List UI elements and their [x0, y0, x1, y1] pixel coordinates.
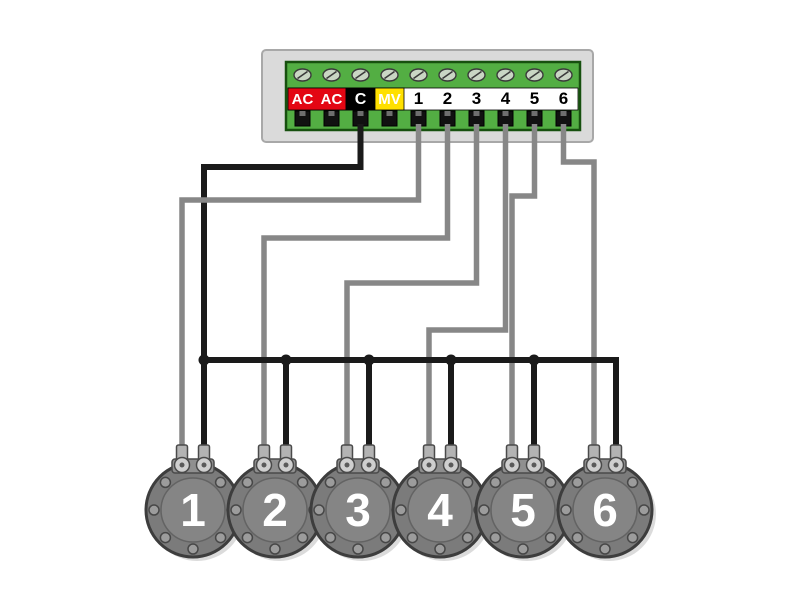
terminal-screw	[380, 68, 399, 82]
station-wire-3	[344, 124, 480, 457]
terminal-label-ac1: AC	[292, 91, 314, 108]
terminal-labels: AC AC C MV 1 2 3 4 5 6	[287, 87, 579, 111]
station-wire-6	[560, 124, 597, 457]
terminal-screw	[351, 68, 370, 82]
valves: 1 2 3 4 5 6	[144, 443, 658, 563]
valve-1: 1	[144, 443, 246, 563]
label-cell-mv	[374, 87, 405, 111]
valve-3: 3	[309, 443, 411, 563]
wire-clamp	[555, 110, 572, 127]
station-wire-2	[261, 124, 451, 457]
terminal-label-ac2: AC	[321, 91, 343, 108]
terminal-label-2: 2	[443, 89, 452, 108]
terminal-screw	[496, 68, 515, 82]
junction-dot	[445, 354, 457, 366]
wire-clamp	[439, 110, 456, 127]
common-wire-feed	[201, 124, 364, 457]
valve-2: 2	[226, 443, 328, 563]
wire-clamp	[381, 110, 398, 127]
station-wire-4	[426, 124, 509, 457]
valve-number: 2	[262, 484, 288, 536]
terminal-label-4: 4	[501, 89, 511, 108]
junction-dot	[528, 354, 540, 366]
junction-dot	[280, 354, 292, 366]
controller-enclosure: AC AC C MV 1 2 3 4 5 6	[261, 49, 594, 143]
terminal-label-5: 5	[530, 89, 539, 108]
wire-clamp	[352, 110, 369, 127]
valve-6: 6	[556, 443, 658, 563]
wire-clamp	[323, 110, 340, 127]
station-wires	[179, 124, 597, 457]
terminal-screw	[293, 68, 312, 82]
terminal-label-3: 3	[472, 89, 481, 108]
terminal-screw	[467, 68, 486, 82]
valve-4: 4	[391, 443, 493, 563]
wire-clamp	[526, 110, 543, 127]
terminal-label-6: 6	[559, 89, 568, 108]
wire-clamp	[294, 110, 311, 127]
valve-5: 5	[474, 443, 576, 563]
terminal-screw	[525, 68, 544, 82]
terminal-screw	[438, 68, 457, 82]
valve-number: 1	[180, 484, 206, 536]
valve-number: 3	[345, 484, 371, 536]
wire-clamp	[468, 110, 485, 127]
common-wire-bus	[198, 354, 619, 457]
terminal-label-mv: MV	[378, 91, 401, 108]
valve-number: 6	[592, 484, 618, 536]
terminal-screw	[554, 68, 573, 82]
valve-number: 4	[427, 484, 453, 536]
wire-clamp	[410, 110, 427, 127]
valve-number: 5	[510, 484, 536, 536]
common-bus	[204, 357, 619, 457]
terminal-screw	[322, 68, 341, 82]
junction-dot	[198, 354, 210, 366]
wire-clamp	[497, 110, 514, 127]
junction-dot	[363, 354, 375, 366]
station-wire-5	[509, 124, 538, 457]
station-wire-1	[179, 124, 422, 457]
terminal-label-1: 1	[414, 89, 423, 108]
terminal-label-common: C	[355, 91, 367, 108]
terminal-screw	[409, 68, 428, 82]
